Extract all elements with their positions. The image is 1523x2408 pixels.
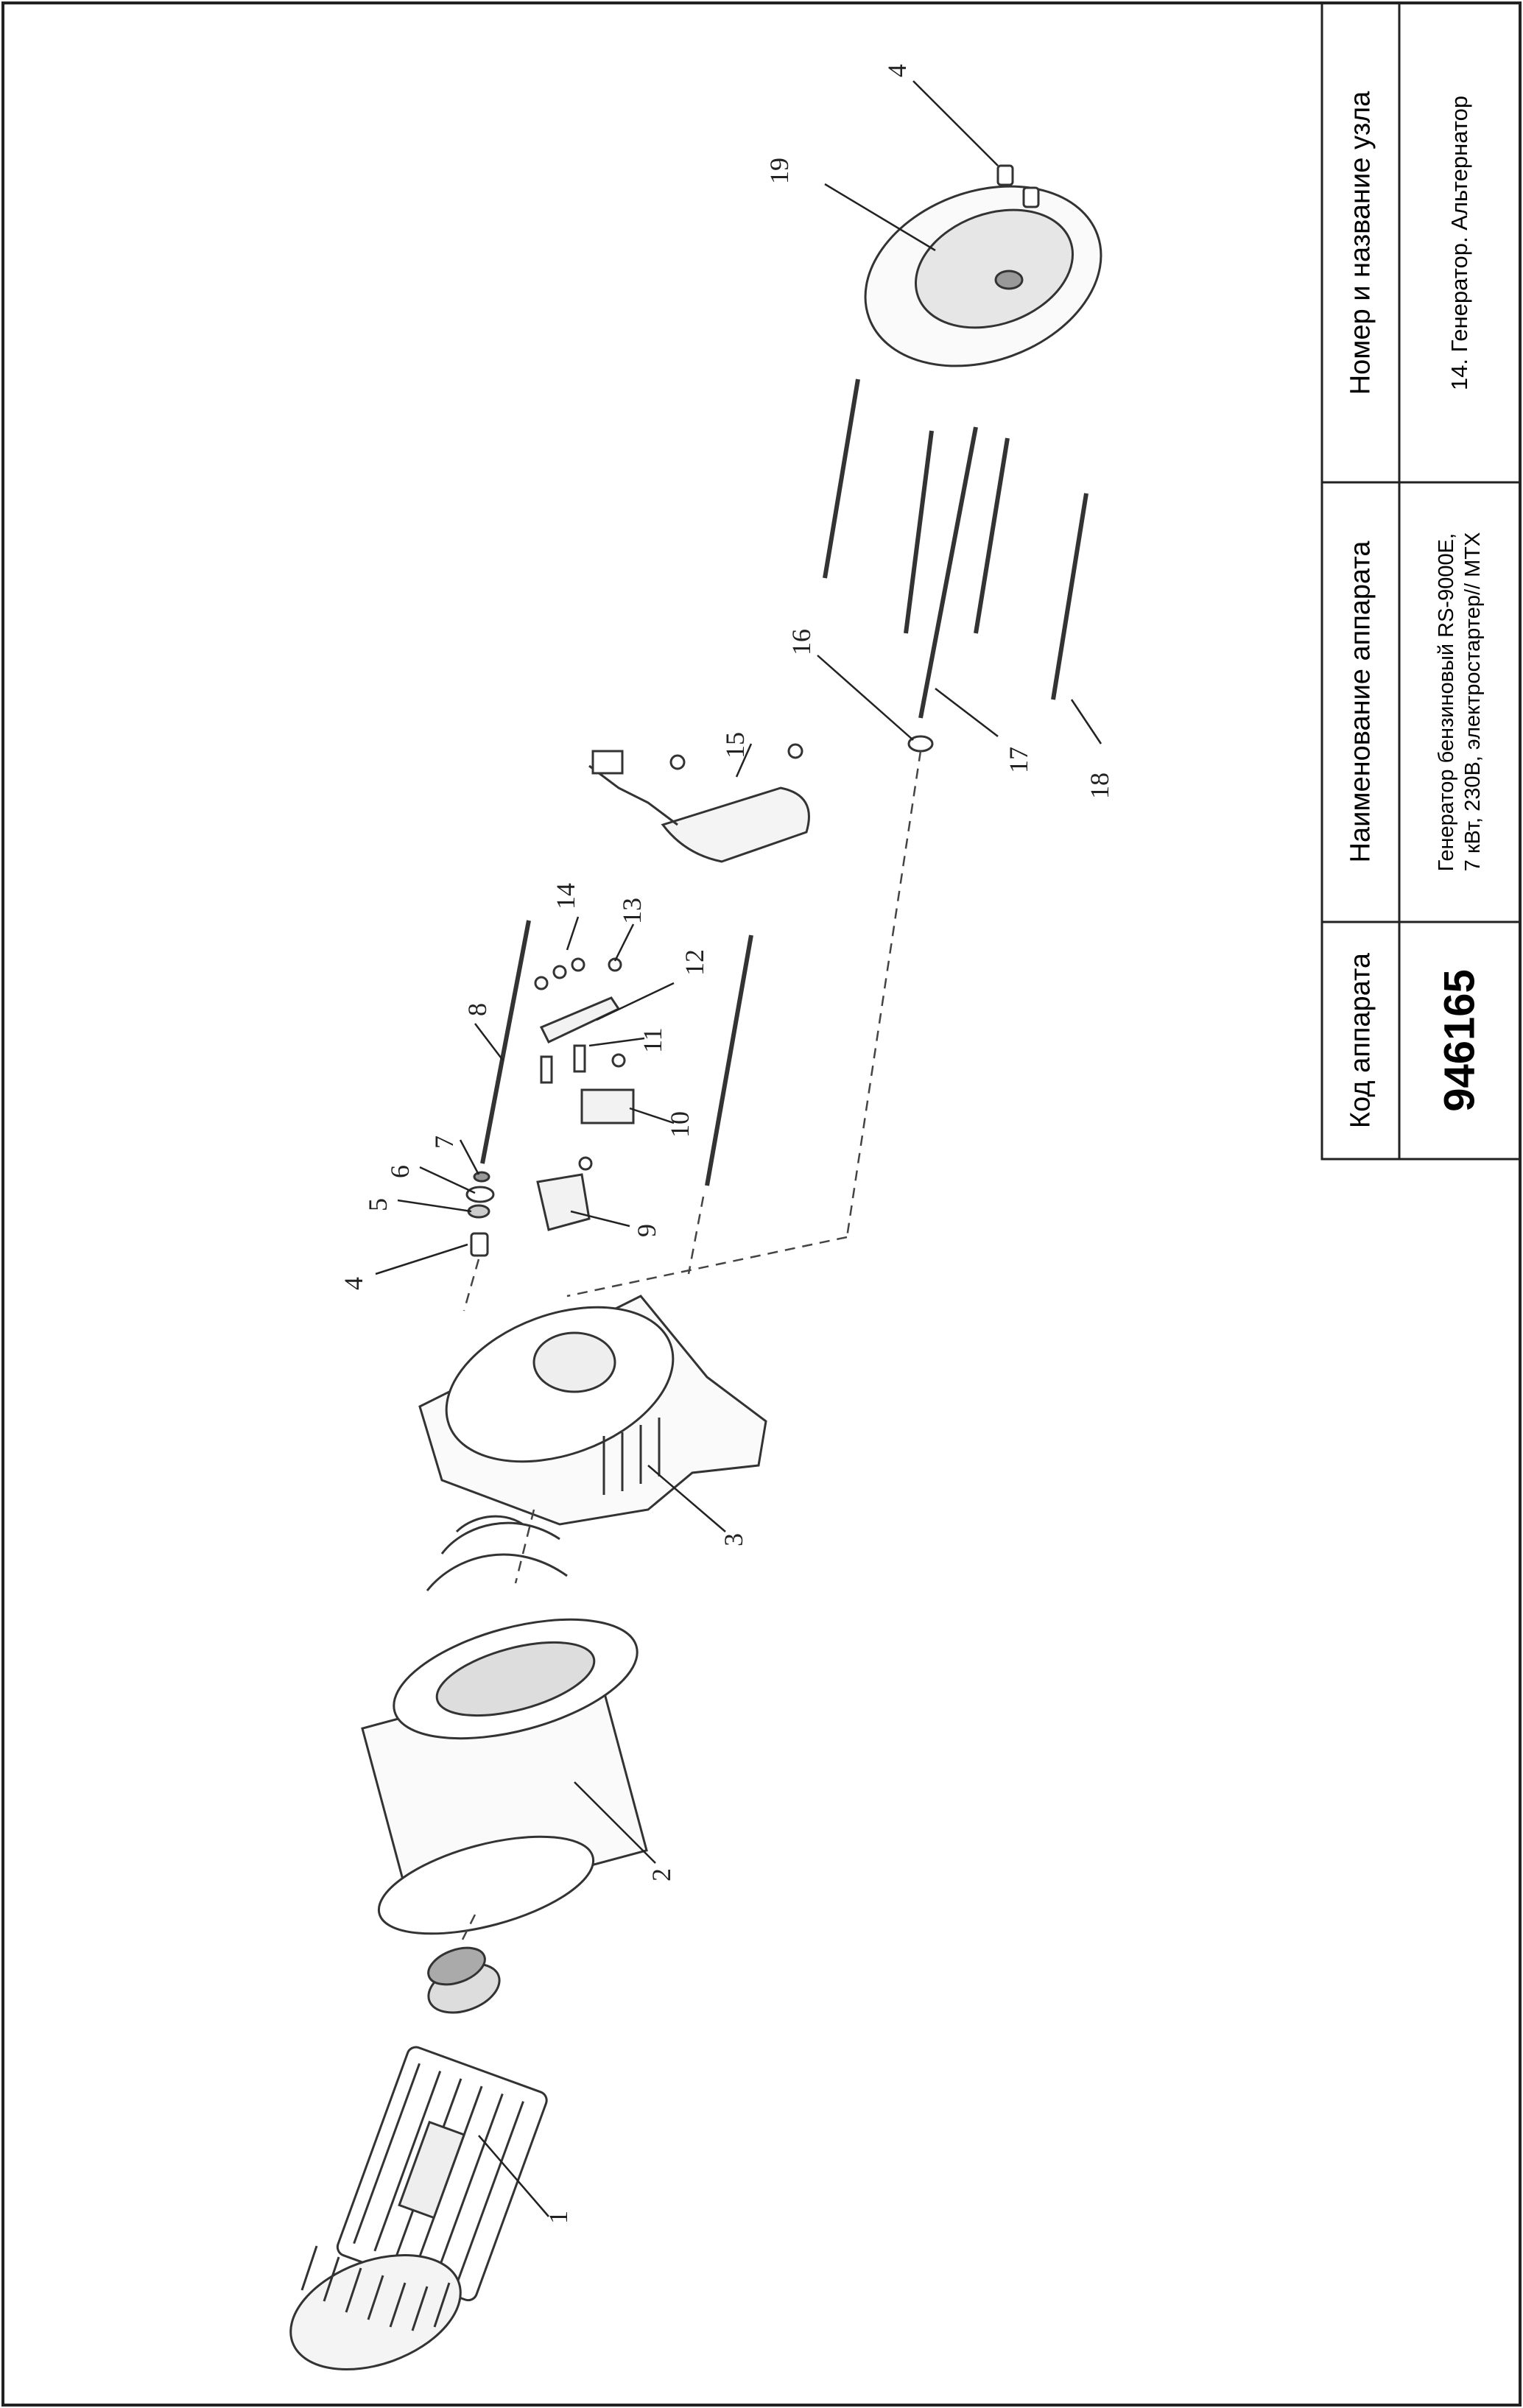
part-long-rods (823, 379, 1088, 719)
part-front-housing (418, 1295, 767, 1526)
assembly-axis (459, 750, 922, 1945)
part-fasteners-left (465, 1171, 495, 1257)
unit-value: 14. Генератор. Альтернатор (1446, 95, 1472, 391)
part-brush-assembly (534, 957, 635, 1231)
callout-5: 5 (363, 1198, 393, 1211)
part-cover (588, 743, 810, 863)
unit-header: Номер и название узла (1345, 91, 1376, 395)
callout-8: 8 (462, 1003, 492, 1016)
callout-18: 18 (1085, 772, 1114, 799)
part-rear-cover (864, 164, 1102, 367)
callout-19: 19 (764, 158, 794, 184)
callout-3: 3 (719, 1533, 748, 1546)
code-value: 946165 (1435, 969, 1484, 1112)
callout-12: 12 (680, 949, 709, 976)
leader-lines (375, 80, 1102, 2217)
callout-6: 6 (385, 1165, 415, 1178)
callout-10: 10 (665, 1111, 694, 1138)
title-block-grid (1320, 1, 1522, 1161)
callout-4-top: 4 (882, 64, 912, 77)
callout-15: 15 (720, 732, 750, 758)
callout-labels: 1 2 3 4 5 6 7 8 9 10 11 12 13 14 15 16 1… (339, 64, 1114, 2224)
callout-13: 13 (617, 898, 647, 924)
callout-2: 2 (647, 1868, 676, 1881)
callout-11: 11 (638, 1027, 667, 1053)
part-stator (361, 1515, 648, 1935)
callout-7: 7 (429, 1136, 459, 1149)
callout-1: 1 (544, 2211, 573, 2224)
callout-17: 17 (1004, 747, 1033, 773)
code-header: Код аппарата (1345, 952, 1376, 1129)
callout-9: 9 (632, 1224, 661, 1237)
name-value: Генератор бензиновый RS-9000E,7 кВт, 230… (1433, 532, 1486, 872)
part-rotor (289, 1946, 548, 2371)
part-tie-rods (480, 920, 753, 1186)
callout-4: 4 (339, 1277, 368, 1290)
name-header: Наименование аппарата (1345, 541, 1376, 863)
name-line-1: Генератор бензиновый RS-9000E, (1435, 533, 1458, 872)
callout-14: 14 (551, 883, 580, 909)
name-line-2: 7 кВт, 230В, электростартер// MTX (1461, 532, 1485, 872)
callout-16: 16 (787, 629, 816, 655)
